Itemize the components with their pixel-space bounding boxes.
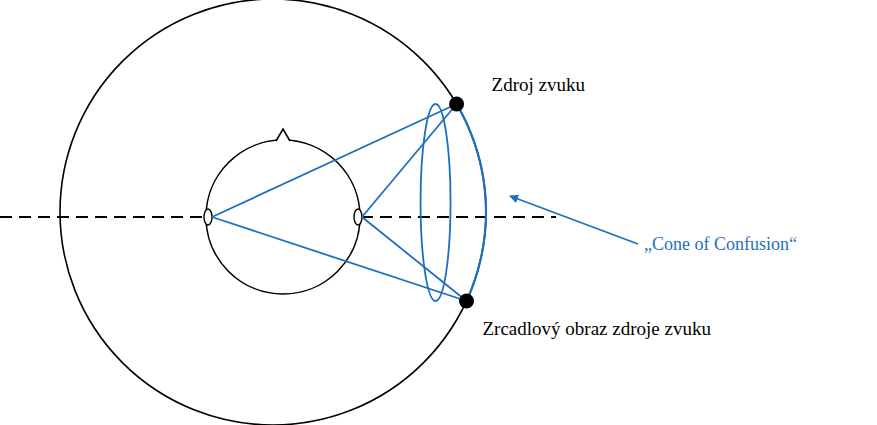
source-dot [449,97,464,112]
cone-of-confusion [212,97,486,309]
sound-ray [362,104,457,217]
cone-rim [457,104,486,301]
source-dot [459,294,474,309]
mirror-label: Zrcadlový obraz zdroje zvuku [483,318,711,341]
sound-sphere [60,0,486,425]
cone-label: „Cone of Confusion“ [644,234,797,256]
source-label: Zdroj zvuku [492,74,585,97]
left-ear [204,209,212,225]
leader-arrow [510,196,638,244]
right-ear [354,209,362,225]
cone-ellipse [421,104,451,301]
head [206,140,360,294]
nose [276,129,290,141]
